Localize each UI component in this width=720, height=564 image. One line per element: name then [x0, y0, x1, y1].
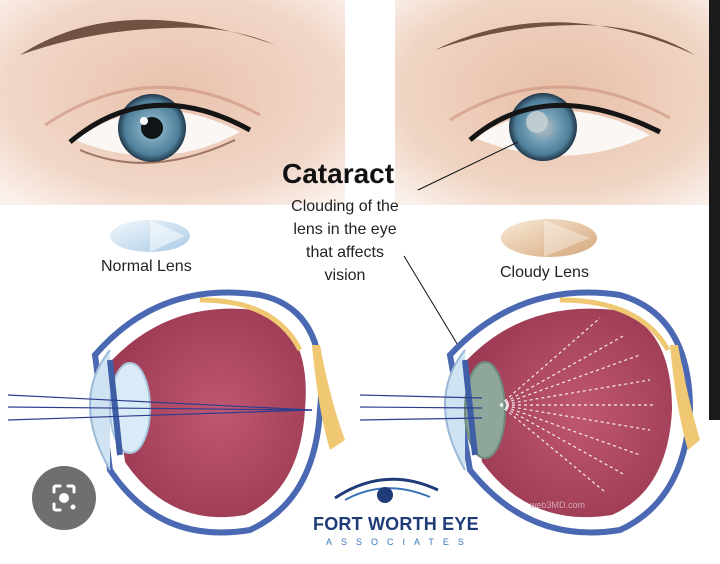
cataract-description: Clouding of the lens in the eye that aff… [270, 195, 420, 287]
normal-lens-label: Normal Lens [101, 258, 192, 275]
brand-tagline: ASSOCIATES [326, 537, 473, 547]
brand-name: FORT WORTH EYE [313, 514, 479, 534]
description-line: vision [324, 267, 366, 284]
cataract-title: Cataract [282, 158, 395, 189]
watermark: web3MD.com [530, 500, 586, 510]
normal-eye-photo [0, 0, 345, 205]
cataract-eye-photo [395, 0, 720, 205]
pointer-line [417, 141, 519, 191]
normal-lens-illustration [110, 220, 190, 252]
window-edge [709, 0, 720, 420]
description-line: Clouding of the [291, 198, 399, 215]
google-lens-search-button[interactable] [32, 466, 96, 530]
google-lens-search-icon [52, 484, 76, 512]
cloudy-lens-illustration [501, 219, 597, 257]
fort-worth-eye-logo [334, 477, 439, 503]
description-line: lens in the eye [293, 221, 397, 238]
normal-eye-cross-section [7, 289, 345, 536]
cloudy-lens-label: Cloudy Lens [500, 264, 589, 281]
cataract-eye-cross-section [359, 289, 700, 536]
description-line: that affects [306, 244, 384, 261]
